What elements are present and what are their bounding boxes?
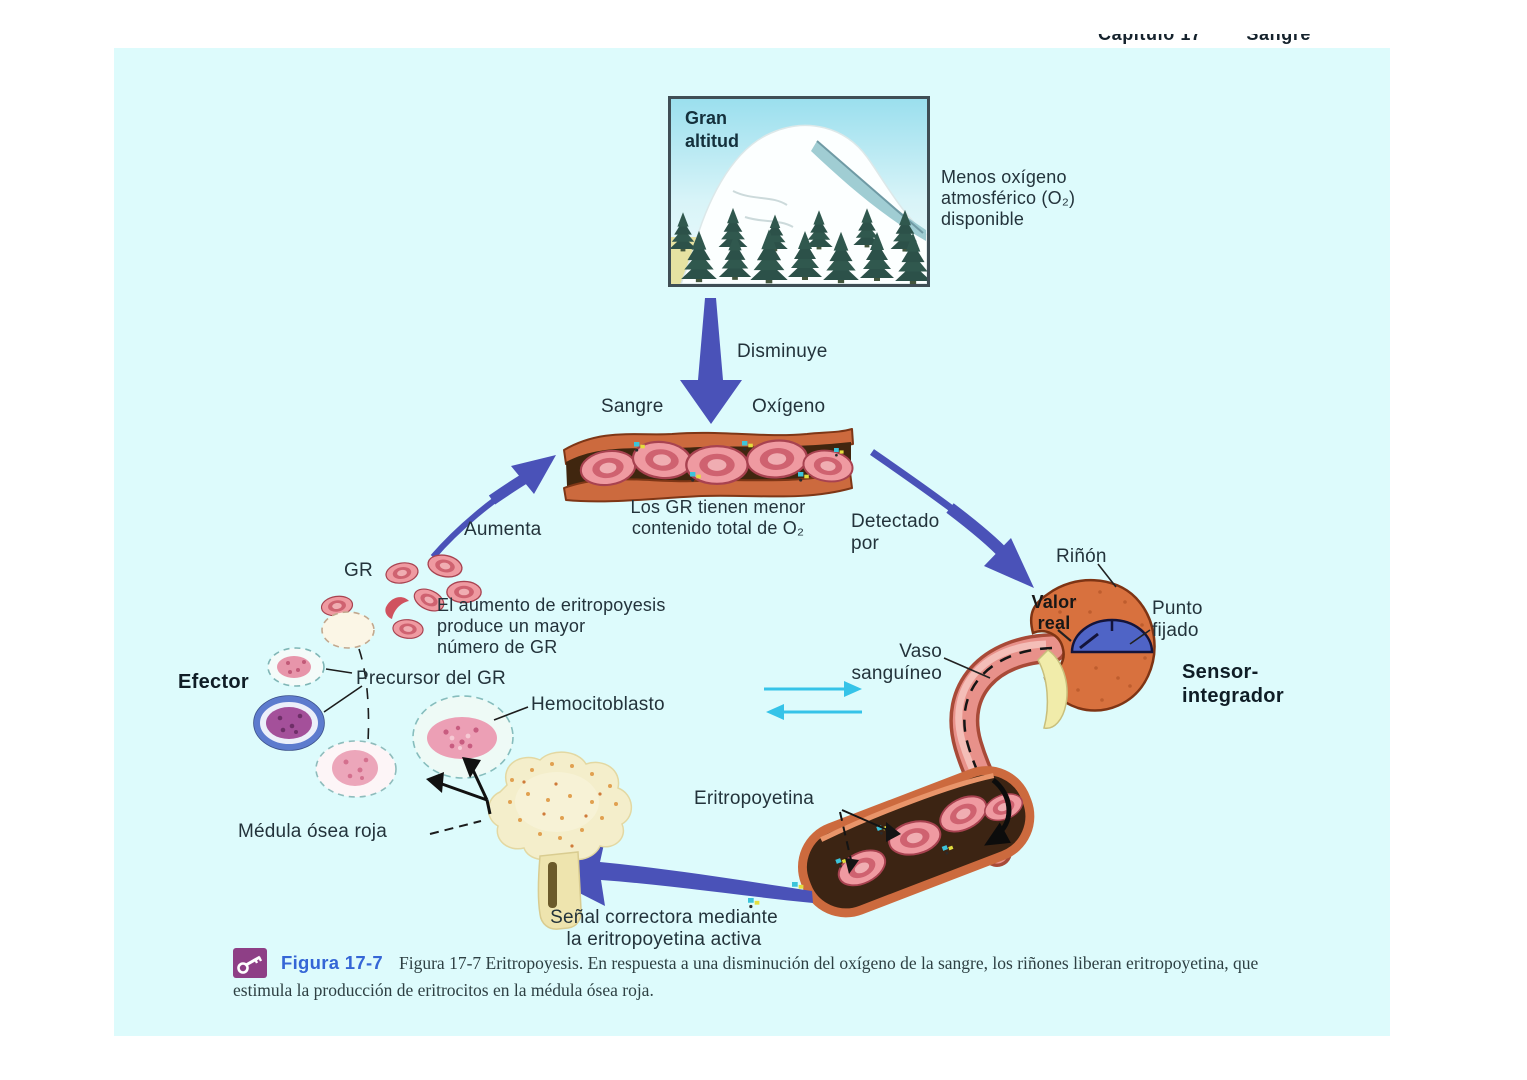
figure-number-label: Figura 17-7	[281, 952, 383, 973]
menos-oxigeno-label: Menos oxígeno atmosférico (O₂) disponibl…	[941, 167, 1076, 230]
gr-label: GR	[344, 560, 373, 581]
vessel-note-label: Los GR tienen menor contenido total de O…	[630, 497, 806, 539]
oxigeno-label: Oxígeno	[752, 396, 826, 417]
rinon-label: Riñón	[1056, 546, 1107, 567]
detectado-por-label: Detectado por	[851, 511, 940, 555]
vaso-sanguineo-label: Vaso sanguíneo	[851, 641, 942, 685]
eritropoyetina-label: Eritropoyetina	[694, 788, 815, 809]
hemocitoblasto-label: Hemocitoblasto	[531, 694, 665, 715]
chapter-running-head-text: Capítulo 17 Sangre	[1098, 34, 1312, 44]
chapter-running-head: Capítulo 17 Sangre	[1098, 34, 1388, 49]
mountain-scene	[671, 99, 927, 284]
efector-label: Efector	[178, 671, 250, 693]
valor-real-label: Valor real	[1031, 592, 1077, 634]
aumenta-label: Aumenta	[464, 519, 542, 540]
medula-label: Médula ósea roja	[238, 821, 387, 842]
sensor-integrador-label: Sensor- integrador	[1182, 661, 1284, 707]
aumento-note-label: El aumento de eritropoyesis produce un m…	[437, 595, 666, 658]
high-altitude-illustration: Gran altitud	[668, 96, 930, 287]
gran-altitud-label: Gran altitud	[685, 108, 739, 151]
key-icon	[233, 948, 267, 978]
senal-correctora-label: Señal correctora mediante la eritropoyet…	[550, 907, 778, 951]
figure-caption-text: Figura 17-7 Eritropoyesis. En respuesta …	[233, 953, 1259, 1000]
disminuye-label: Disminuye	[737, 341, 828, 362]
sangre-label: Sangre	[601, 396, 664, 417]
precursor-label: Precursor del GR	[356, 668, 506, 689]
punto-fijado-label: Punto fijado	[1152, 598, 1203, 642]
